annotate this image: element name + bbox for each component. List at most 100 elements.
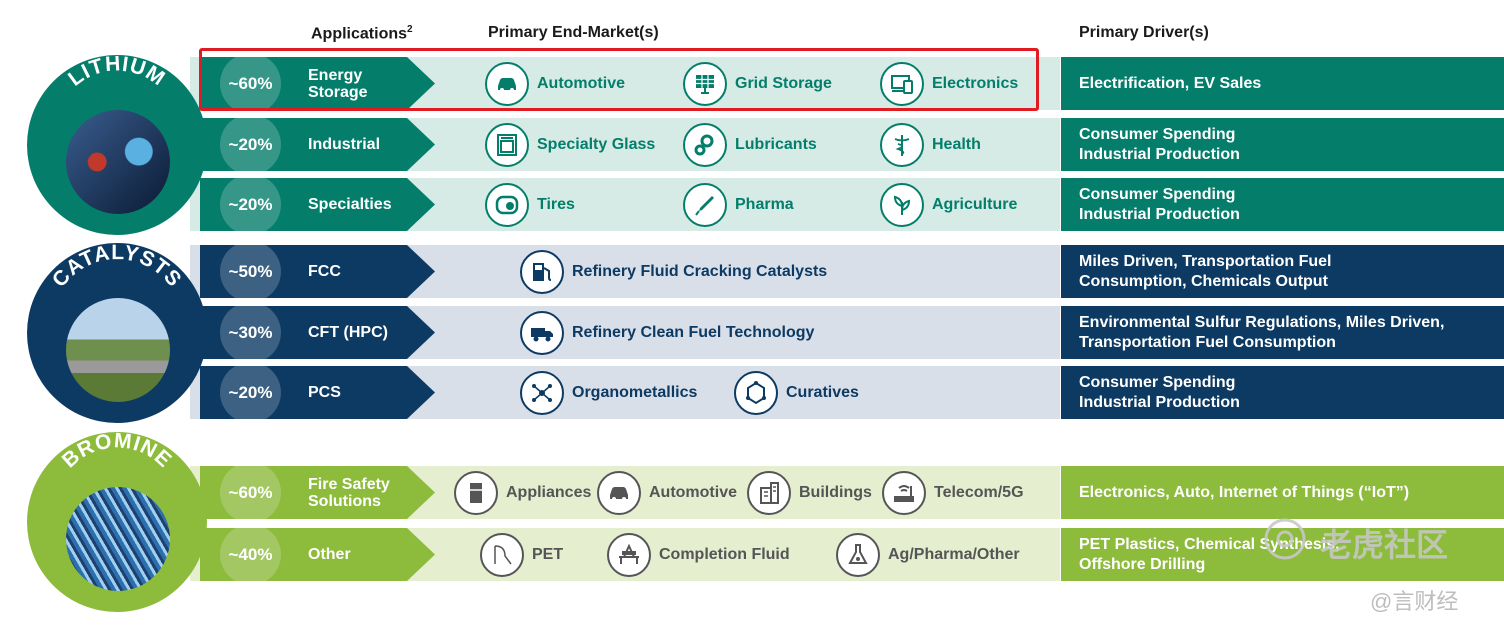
share-percent: ~60% [220,462,281,523]
end-market-label: Specialty Glass [537,135,656,153]
hexagon-icon [734,370,778,415]
end-market-item: Electronics [880,57,1018,110]
bromine-label: BROMINE [58,432,176,472]
application-name: Energy Storage [308,66,368,101]
end-market-item: Tires [485,178,575,231]
end-market-item: Telecom/5G [882,466,1024,519]
leaves-icon [880,182,924,227]
primary-driver: PET Plastics, Chemical Synthesis, Offsho… [1061,528,1504,581]
end-market-item: Lubricants [683,118,817,171]
row-6: ~20% PCS Consumer Spending Industrial Pr… [190,362,1504,423]
share-percent: ~30% [220,302,281,363]
end-market-item: Refinery Clean Fuel Technology [520,306,814,359]
watermark-logo: 老虎社区 [1262,518,1449,566]
building-icon [747,470,791,515]
svg-text:LITHIUM: LITHIUM [64,55,169,91]
rig-icon [607,532,651,577]
glass-icon [485,122,529,167]
end-market-item: Grid Storage [683,57,832,110]
end-market-label: Agriculture [932,195,1018,213]
primary-driver: Consumer Spending Industrial Production [1061,178,1504,231]
energy-storage-highlight-box [199,48,1039,111]
row-2: ~20% Industrial Consumer Spending Indust… [190,114,1504,175]
svg-text:BROMINE: BROMINE [58,432,177,472]
end-market-label: Appliances [506,483,592,501]
gears-icon [683,122,727,167]
end-market-item: Completion Fluid [607,528,790,581]
end-market-label: Refinery Clean Fuel Technology [572,323,815,341]
end-market-item: Automotive [485,57,625,110]
application-name: Fire Safety Solutions [308,475,390,510]
end-market-item: Health [880,118,981,171]
end-market-label: Telecom/5G [934,483,1024,501]
end-market-label: Electronics [932,74,1019,92]
solar-panel-icon [683,61,727,106]
end-market-label: Lubricants [735,135,817,153]
svg-text:CATALYSTS: CATALYSTS [48,243,186,292]
end-market-label: Organometallics [572,383,698,401]
end-market-label: Pharma [735,195,794,213]
end-market-item: Ag/Pharma/Other [836,528,1020,581]
end-market-item: Buildings [747,466,872,519]
end-market-label: Health [932,135,981,153]
application-arrow [200,366,435,419]
car-icon [485,61,529,106]
primary-driver: Consumer Spending Industrial Production [1061,366,1504,419]
watermark-credit: @言财经 [1370,589,1459,614]
application-arrow [200,306,435,359]
end-market-item: Refinery Fluid Cracking Catalysts [520,245,827,298]
application-name: PCS [308,384,341,401]
end-market-label: PET [532,545,564,563]
primary-driver: Electronics, Auto, Internet of Things (“… [1061,466,1504,519]
bromine-network-cables-photo [66,487,170,591]
truck-icon [520,310,564,355]
end-market-item: Curatives [734,366,859,419]
application-arrow [200,178,435,231]
fuel-pump-icon [520,249,564,294]
share-percent: ~20% [220,174,281,235]
catalysts-segment-circle: CATALYSTS [27,243,207,423]
application-name: Specialties [308,196,392,213]
watermark-at-icon [1264,518,1306,560]
application-name: FCC [308,263,341,280]
caduceus-icon [880,122,924,167]
lithium-segment-circle: LITHIUM [27,55,207,235]
end-market-label: Automotive [537,74,625,92]
router-icon [882,470,926,515]
application-arrow [200,245,435,298]
tire-icon [485,182,529,227]
row-8: ~40% Other PET Plastics, Chemical Synthe… [190,524,1504,585]
end-market-item: Specialty Glass [485,118,655,171]
application-arrow [200,118,435,171]
end-market-item: PET [480,528,563,581]
share-percent: ~40% [220,524,281,585]
row-1: ~60% Energy Storage Electrification, EV … [190,53,1504,114]
end-market-label: Ag/Pharma/Other [888,545,1020,563]
car-icon [597,470,641,515]
end-market-label: Refinery Fluid Cracking Catalysts [572,262,828,280]
primary-driver: Electrification, EV Sales [1061,57,1504,110]
watermark-logo-text: 老虎社区 [1320,527,1449,563]
end-market-item: Appliances [454,466,591,519]
share-percent: ~60% [220,53,281,114]
lithium-ev-charging-photo [66,110,170,214]
application-name: CFT (HPC) [308,324,388,341]
applications-header: Applications2 [311,24,413,43]
share-percent: ~20% [220,362,281,423]
end-market-item: Automotive [597,466,737,519]
end-market-item: Pharma [683,178,794,231]
lithium-label: LITHIUM [64,55,168,91]
application-arrow [200,528,435,581]
catalysts-label: CATALYSTS [48,243,185,292]
end-market-label: Grid Storage [735,74,832,92]
row-3: ~20% Specialties Consumer Spending Indus… [190,174,1504,235]
end-market-item: Agriculture [880,178,1017,231]
row-5: ~30% CFT (HPC) Environmental Sulfur Regu… [190,302,1504,363]
end-market-label: Automotive [649,483,737,501]
bromine-segment-circle: BROMINE [27,432,207,612]
flask-icon [836,532,880,577]
end-market-label: Tires [537,195,575,213]
drivers-header: Primary Driver(s) [1079,24,1209,41]
end-market-label: Curatives [786,383,859,401]
application-name: Industrial [308,136,381,153]
